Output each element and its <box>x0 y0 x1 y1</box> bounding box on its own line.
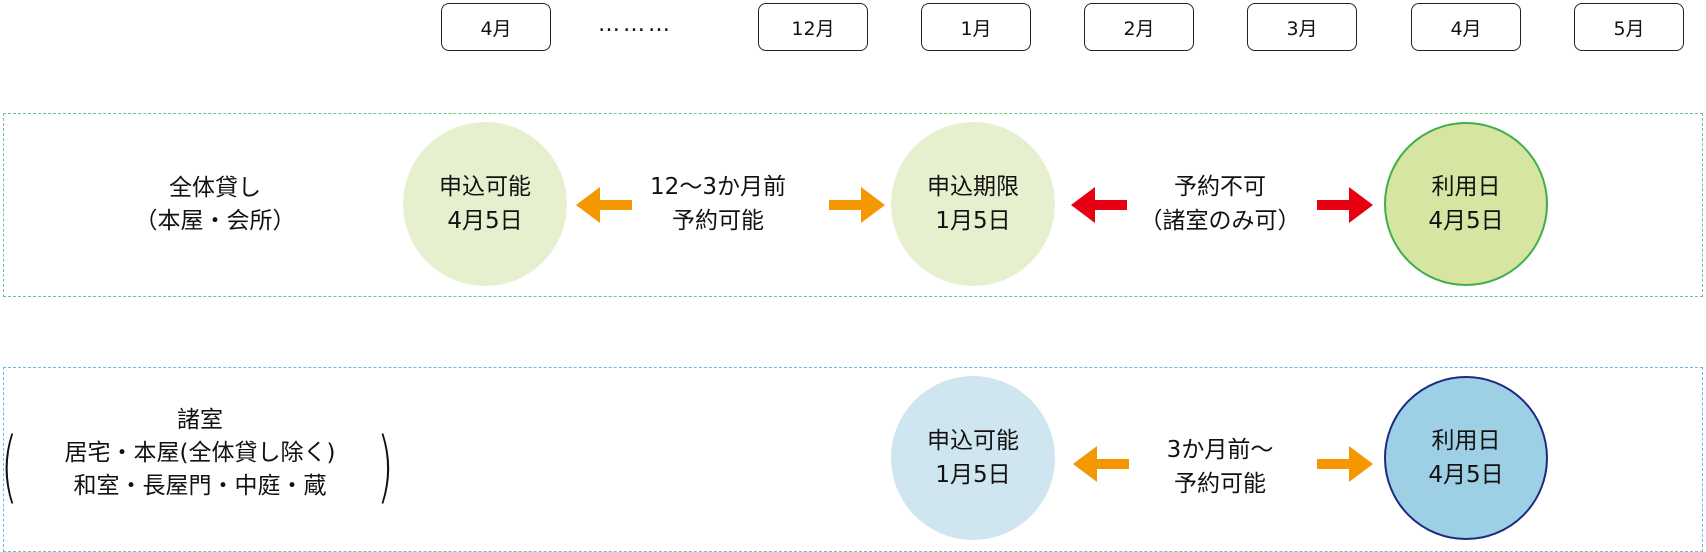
whole-rental-band <box>3 113 1703 297</box>
month-box: 5月 <box>1574 3 1684 51</box>
circle-title: 申込可能 <box>927 428 1019 454</box>
label-line: 諸室 <box>176 407 223 433</box>
span-label: 3か月前～ 予約可能 <box>1167 433 1274 501</box>
circle-title: 申込期限 <box>927 174 1019 200</box>
circle-date: 4月5日 <box>1428 208 1504 234</box>
circle-title: 利用日 <box>1431 174 1501 200</box>
open-paren: ( <box>0 422 18 512</box>
circle-use-date: 利用日 4月5日 <box>1384 122 1548 286</box>
month-box: 1月 <box>921 3 1031 51</box>
label-line: 居宅・本屋(全体貸し除く) <box>64 440 336 466</box>
red-left-arrow-icon <box>1071 187 1127 223</box>
circle-apply-open: 申込可能 4月5日 <box>403 122 567 286</box>
circle-date: 1月5日 <box>935 462 1011 488</box>
red-right-arrow-icon <box>1317 187 1373 223</box>
ellipsis: ……… <box>598 12 673 37</box>
month-box: 12月 <box>758 3 868 51</box>
circle-title: 利用日 <box>1431 428 1501 454</box>
label-line: （本屋・会所） <box>134 208 296 234</box>
span-line: 12～3か月前 <box>650 174 786 200</box>
span-line: 予約不可 <box>1174 174 1266 200</box>
span-line: 予約可能 <box>1173 471 1266 497</box>
row-label-rooms: 諸室 居宅・本屋(全体貸し除く) 和室・長屋門・中庭・蔵 <box>65 404 336 503</box>
circle-date: 1月5日 <box>935 208 1011 234</box>
row-label-whole-rental: 全体貸し （本屋・会所） <box>135 172 296 238</box>
span-line: 3か月前～ <box>1166 437 1274 463</box>
span-line: （諸室のみ可） <box>1139 208 1301 234</box>
circle-date: 4月5日 <box>1428 462 1504 488</box>
orange-left-arrow-icon <box>576 187 632 223</box>
circle-deadline: 申込期限 1月5日 <box>891 122 1055 286</box>
orange-right-arrow-icon <box>1317 446 1373 482</box>
orange-right-arrow-icon <box>829 187 885 223</box>
month-box: 3月 <box>1247 3 1357 51</box>
month-box: 4月 <box>1411 3 1521 51</box>
span-line: 予約可能 <box>672 208 764 234</box>
month-box: 4月 <box>441 3 551 51</box>
label-line: 全体貸し <box>169 175 261 201</box>
circle-apply-open: 申込可能 1月5日 <box>891 376 1055 540</box>
close-paren: ) <box>376 422 394 512</box>
label-line: 和室・長屋門・中庭・蔵 <box>73 473 327 499</box>
circle-date: 4月5日 <box>447 208 523 234</box>
span-label: 予約不可 （諸室のみ可） <box>1140 170 1301 238</box>
circle-use-date: 利用日 4月5日 <box>1384 376 1548 540</box>
month-box: 2月 <box>1084 3 1194 51</box>
span-label: 12～3か月前 予約可能 <box>650 170 786 238</box>
circle-title: 申込可能 <box>439 174 531 200</box>
orange-left-arrow-icon <box>1073 446 1129 482</box>
